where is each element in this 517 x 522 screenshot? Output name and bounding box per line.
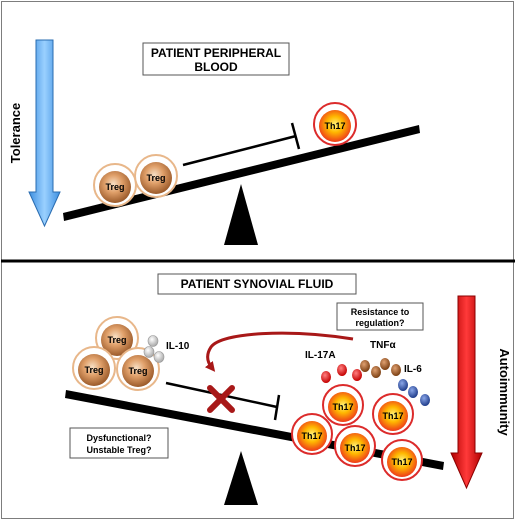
svg-text:Th17: Th17 <box>391 457 412 467</box>
tolerance-arrow-icon <box>28 39 61 228</box>
svg-text:Th17: Th17 <box>382 411 403 421</box>
il10-cytokine-dots <box>143 335 165 363</box>
svg-text:Treg: Treg <box>107 335 126 345</box>
tnfa-label: TNFα <box>370 340 396 351</box>
il6-label: IL-6 <box>404 364 422 375</box>
svg-text:Th17: Th17 <box>332 402 353 412</box>
svg-text:Treg: Treg <box>84 365 103 375</box>
top-seesaw-fulcrum <box>224 184 258 245</box>
th17-cell: Th17 <box>291 413 333 455</box>
treg-cell: Treg <box>72 346 116 390</box>
tnfa-curved-arrow <box>204 331 354 372</box>
tnfa-cytokine-dots <box>360 358 401 378</box>
bottom-panel: PATIENT SYNOVIAL FLUID Autoimmunity Resi… <box>65 273 512 505</box>
tolerance-label: Tolerance <box>8 103 23 163</box>
top-inhibition-line <box>182 134 297 167</box>
synovial-fluid-title: PATIENT SYNOVIAL FLUID <box>181 277 334 291</box>
resistance-question-box <box>336 302 424 331</box>
treg-cell: Treg <box>93 163 137 207</box>
resistance-line1: Resistance to <box>351 307 410 317</box>
treg-cell: Treg <box>95 316 139 360</box>
bottom-inhibition-bar <box>273 394 281 421</box>
blocked-x-icon <box>207 385 235 413</box>
svg-text:Treg: Treg <box>128 366 147 376</box>
dysfunctional-question-box <box>69 427 169 459</box>
svg-text:Treg: Treg <box>146 173 165 183</box>
autoimmunity-label: Autoimmunity <box>497 348 512 436</box>
il17a-label: IL-17A <box>305 350 336 361</box>
dysfunctional-line1: Dysfunctional? <box>86 433 151 443</box>
top-inhibition-bar <box>290 122 301 150</box>
peripheral-blood-title-line1: PATIENT PERIPHERAL <box>151 46 281 60</box>
dysfunctional-line2: Unstable Treg? <box>86 445 151 455</box>
il17a-cytokine-dots <box>321 364 362 383</box>
top-panel: Tolerance PATIENT PERIPHERAL BLOOD Treg … <box>8 39 420 245</box>
treg-cell: Treg <box>134 154 178 198</box>
il10-label: IL-10 <box>166 341 190 352</box>
svg-text:Th17: Th17 <box>324 121 345 131</box>
peripheral-blood-title-line2: BLOOD <box>194 60 238 74</box>
th17-cell: Th17 <box>381 439 423 481</box>
synovial-fluid-title-box <box>157 273 357 295</box>
resistance-line2: regulation? <box>356 318 405 328</box>
il6-cytokine-dots <box>398 379 430 406</box>
autoimmunity-arrow-icon <box>450 295 483 490</box>
svg-text:Th17: Th17 <box>344 443 365 453</box>
treg-cell: Treg <box>116 347 160 391</box>
bottom-seesaw-fulcrum <box>224 451 258 505</box>
th17-cell: Th17 <box>372 393 414 435</box>
svg-text:Treg: Treg <box>105 182 124 192</box>
svg-text:Th17: Th17 <box>301 431 322 441</box>
th17-cell: Th17 <box>313 102 357 146</box>
peripheral-blood-title-box <box>142 42 290 76</box>
th17-cell: Th17 <box>322 384 364 426</box>
th17-cell: Th17 <box>334 425 376 467</box>
